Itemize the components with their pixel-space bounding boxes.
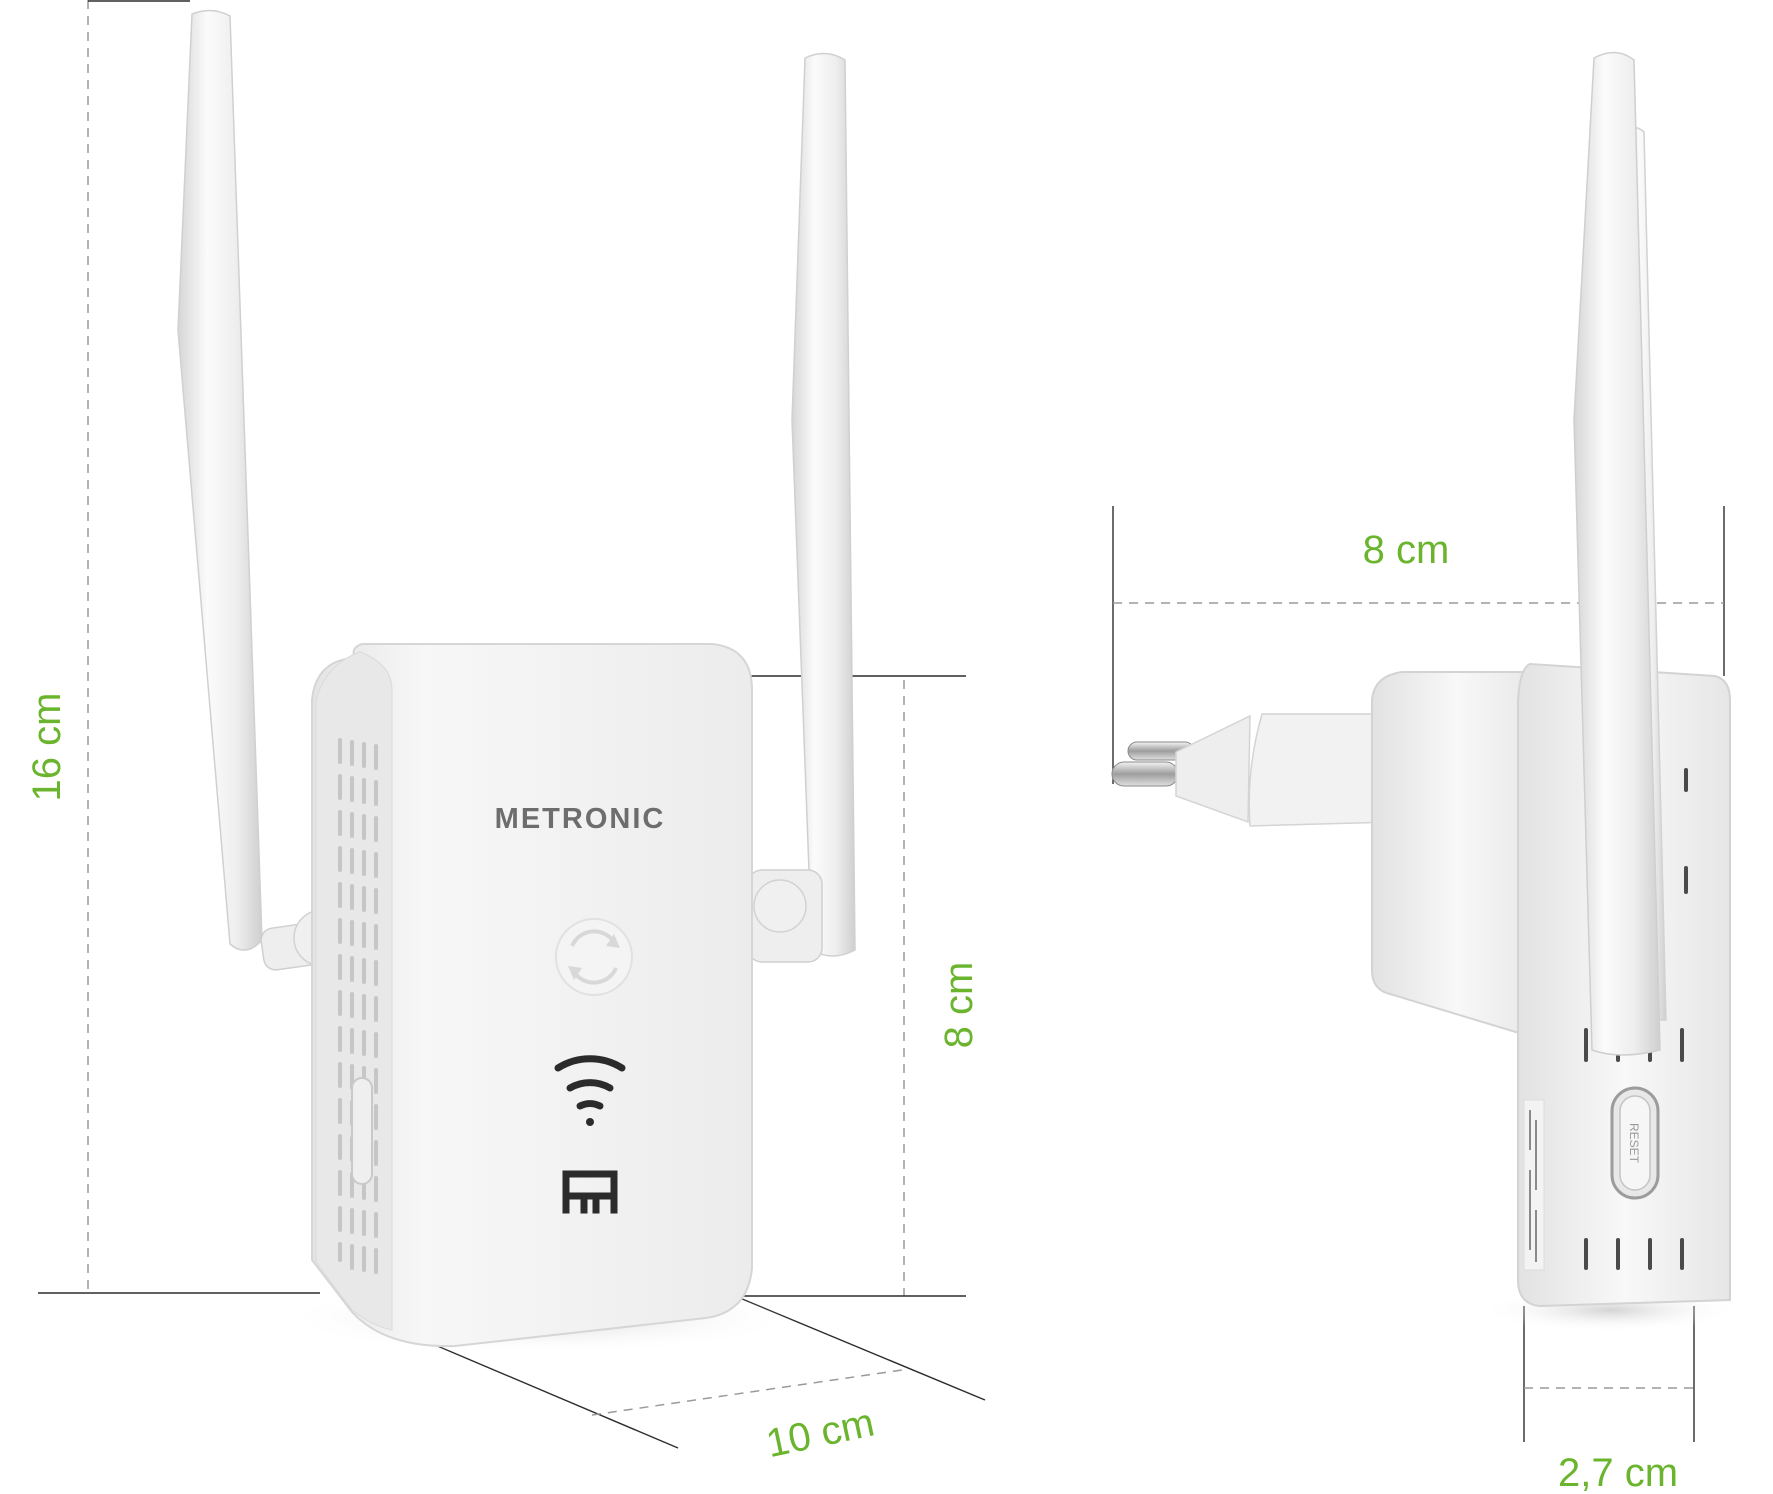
side-view: 8 cm 2,7 cm (1111, 51, 1740, 1494)
front-view: 16 cm 8 cm 10 cm (25, 0, 986, 1466)
extender-body: METRONIC (311, 643, 753, 1348)
width-reference-line-left (427, 1341, 679, 1449)
side-thickness-label: 2,7 cm (1558, 1451, 1678, 1494)
wps-sync-icon (555, 918, 633, 996)
side-depth-label: 8 cm (1363, 528, 1450, 572)
side-vents (338, 738, 378, 1286)
plug-neck (1175, 714, 1251, 824)
front-width-label: 10 cm (762, 1400, 878, 1466)
reset-label: RESET (1627, 1123, 1641, 1164)
width-guide-line (591, 1369, 903, 1416)
side-button (351, 1077, 373, 1185)
front-antenna (1573, 51, 1661, 1056)
ethernet-port-icon (562, 1170, 618, 1214)
plug-housing (1371, 671, 1543, 1042)
front-height-label: 16 cm (25, 693, 69, 802)
product-label-sticker (1523, 1099, 1545, 1271)
front-body-height-label: 8 cm (937, 962, 981, 1049)
brand-logo: METRONIC (495, 803, 666, 835)
wifi-icon (554, 1055, 626, 1126)
right-antenna (747, 52, 856, 963)
reset-button: RESET (1610, 1086, 1660, 1200)
